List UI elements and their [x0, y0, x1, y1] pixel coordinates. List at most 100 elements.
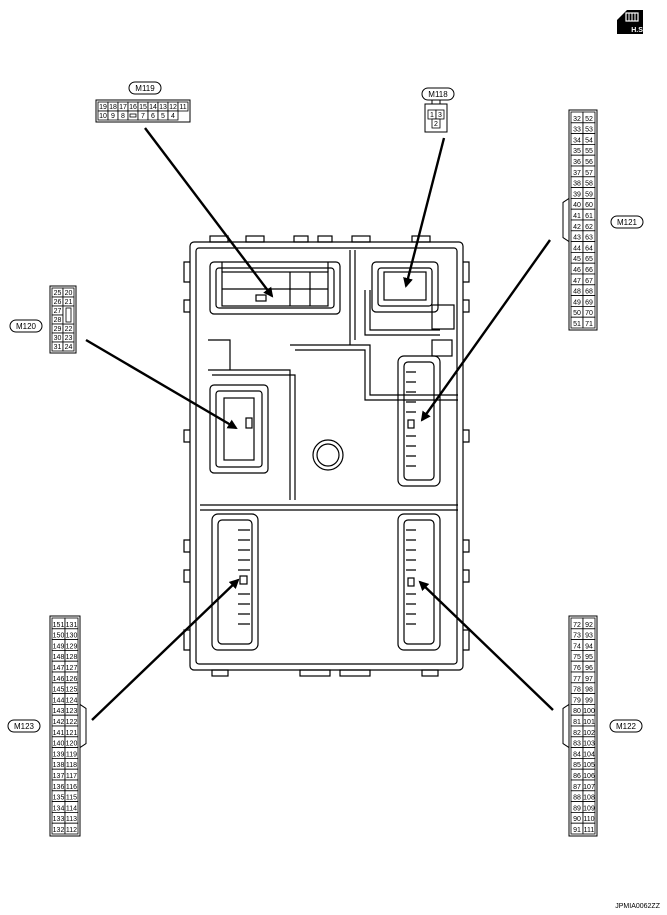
pin-cell	[582, 822, 596, 835]
pin-number: 130	[66, 633, 78, 640]
pin-number: 67	[585, 278, 593, 285]
pin-number: 119	[66, 751, 77, 758]
pin-number: 8	[121, 113, 125, 120]
pin-number: 42	[573, 224, 581, 231]
pin-number: 7	[141, 113, 145, 120]
pin-number: 24	[65, 344, 73, 351]
pin-number: 29	[54, 326, 62, 333]
pin-number: 116	[66, 784, 77, 791]
pin-number: 17	[119, 104, 127, 111]
pin-number: 65	[585, 256, 593, 263]
key-slot	[62, 305, 75, 325]
pin-number: 106	[583, 773, 595, 780]
pin-number: 144	[53, 697, 65, 704]
pin-number: 5	[161, 113, 165, 120]
pin-number: 115	[66, 795, 77, 802]
pin-number: 66	[585, 267, 593, 274]
pin-number: 104	[583, 751, 595, 758]
label-oval	[421, 87, 455, 101]
pin-number: 103	[583, 741, 595, 748]
pin-number: 73	[573, 633, 581, 640]
pin-number: 23	[65, 335, 73, 342]
pin-number: 63	[585, 235, 593, 242]
pin-cell	[64, 822, 79, 835]
pin-number: 52	[585, 116, 593, 123]
pin-number: 146	[53, 676, 65, 683]
pin-number: 11	[179, 104, 186, 111]
leader-m119	[144, 127, 274, 298]
pin-number: 85	[573, 762, 581, 769]
pin-number: 77	[573, 676, 581, 683]
connector-latch	[431, 99, 441, 105]
pin-number: 46	[573, 267, 581, 274]
key-slot-inner	[65, 307, 72, 323]
pin-number: 76	[573, 665, 581, 672]
pin-number: 72	[573, 622, 581, 629]
pin-number: 41	[573, 213, 581, 220]
harness-icon	[625, 12, 639, 22]
pin-number: 150	[53, 633, 65, 640]
connector-frame	[49, 285, 77, 354]
pin-number: 89	[573, 805, 581, 812]
pin-number: 105	[583, 762, 595, 769]
pin-number: 9	[111, 113, 115, 120]
pin-number: 83	[573, 741, 581, 748]
pin-number: 32	[573, 116, 581, 123]
pin-number: 134	[53, 805, 65, 812]
pin-number: 99	[585, 697, 593, 704]
pin-number: 93	[585, 633, 593, 640]
connector-label: M122	[616, 722, 637, 731]
pin-number: 59	[585, 191, 593, 198]
connector-label: M120	[16, 322, 37, 331]
pin-number: 51	[573, 321, 581, 328]
pin-number: 151	[53, 622, 65, 629]
label-oval	[610, 215, 644, 229]
connector-latch	[562, 703, 570, 749]
pin-number: 48	[573, 289, 581, 296]
pin-number: 49	[573, 299, 581, 306]
socket-m122	[397, 513, 441, 651]
pin-number: 70	[585, 310, 593, 317]
socket-m118	[371, 261, 439, 313]
pin-number: 16	[129, 104, 137, 111]
pin-number: 35	[573, 148, 581, 155]
pin-number: 117	[66, 773, 77, 780]
connector-label: M121	[617, 218, 638, 227]
pin-number: 54	[585, 137, 593, 144]
leader-m122	[418, 580, 554, 711]
pin-number: 36	[573, 159, 581, 166]
pin-number: 124	[66, 697, 78, 704]
pin-number: 20	[65, 290, 73, 297]
pin-number: 122	[66, 719, 78, 726]
pin-number: 91	[573, 827, 581, 834]
pin-number: 62	[585, 224, 593, 231]
pin-number: 149	[53, 643, 65, 650]
pin-number: 6	[151, 113, 155, 120]
label-oval	[609, 719, 643, 733]
pin-number: 47	[573, 278, 581, 285]
pin-number: 129	[66, 643, 78, 650]
pin-number: 2	[434, 121, 438, 128]
pin-number: 61	[585, 213, 593, 220]
connector-label: M118	[428, 90, 448, 99]
label-oval	[128, 81, 162, 95]
pin-number: 100	[583, 708, 595, 715]
pin-number: 40	[573, 202, 581, 209]
pin-number: 64	[585, 245, 593, 252]
pin-number: 86	[573, 773, 581, 780]
pin-number: 43	[573, 235, 581, 242]
pin-number: 142	[53, 719, 65, 726]
leader-lines	[85, 127, 554, 721]
pin-number: 81	[573, 719, 581, 726]
socket-m120	[209, 384, 269, 474]
pin-number: 18	[109, 104, 117, 111]
pin-number: 79	[573, 697, 581, 704]
pin-number: 109	[583, 805, 595, 812]
pin-number: 80	[573, 708, 581, 715]
connector-label: M119	[135, 84, 155, 93]
pin-number: 139	[53, 751, 65, 758]
pin-number: 94	[585, 643, 593, 650]
pin-number: 26	[54, 299, 62, 306]
